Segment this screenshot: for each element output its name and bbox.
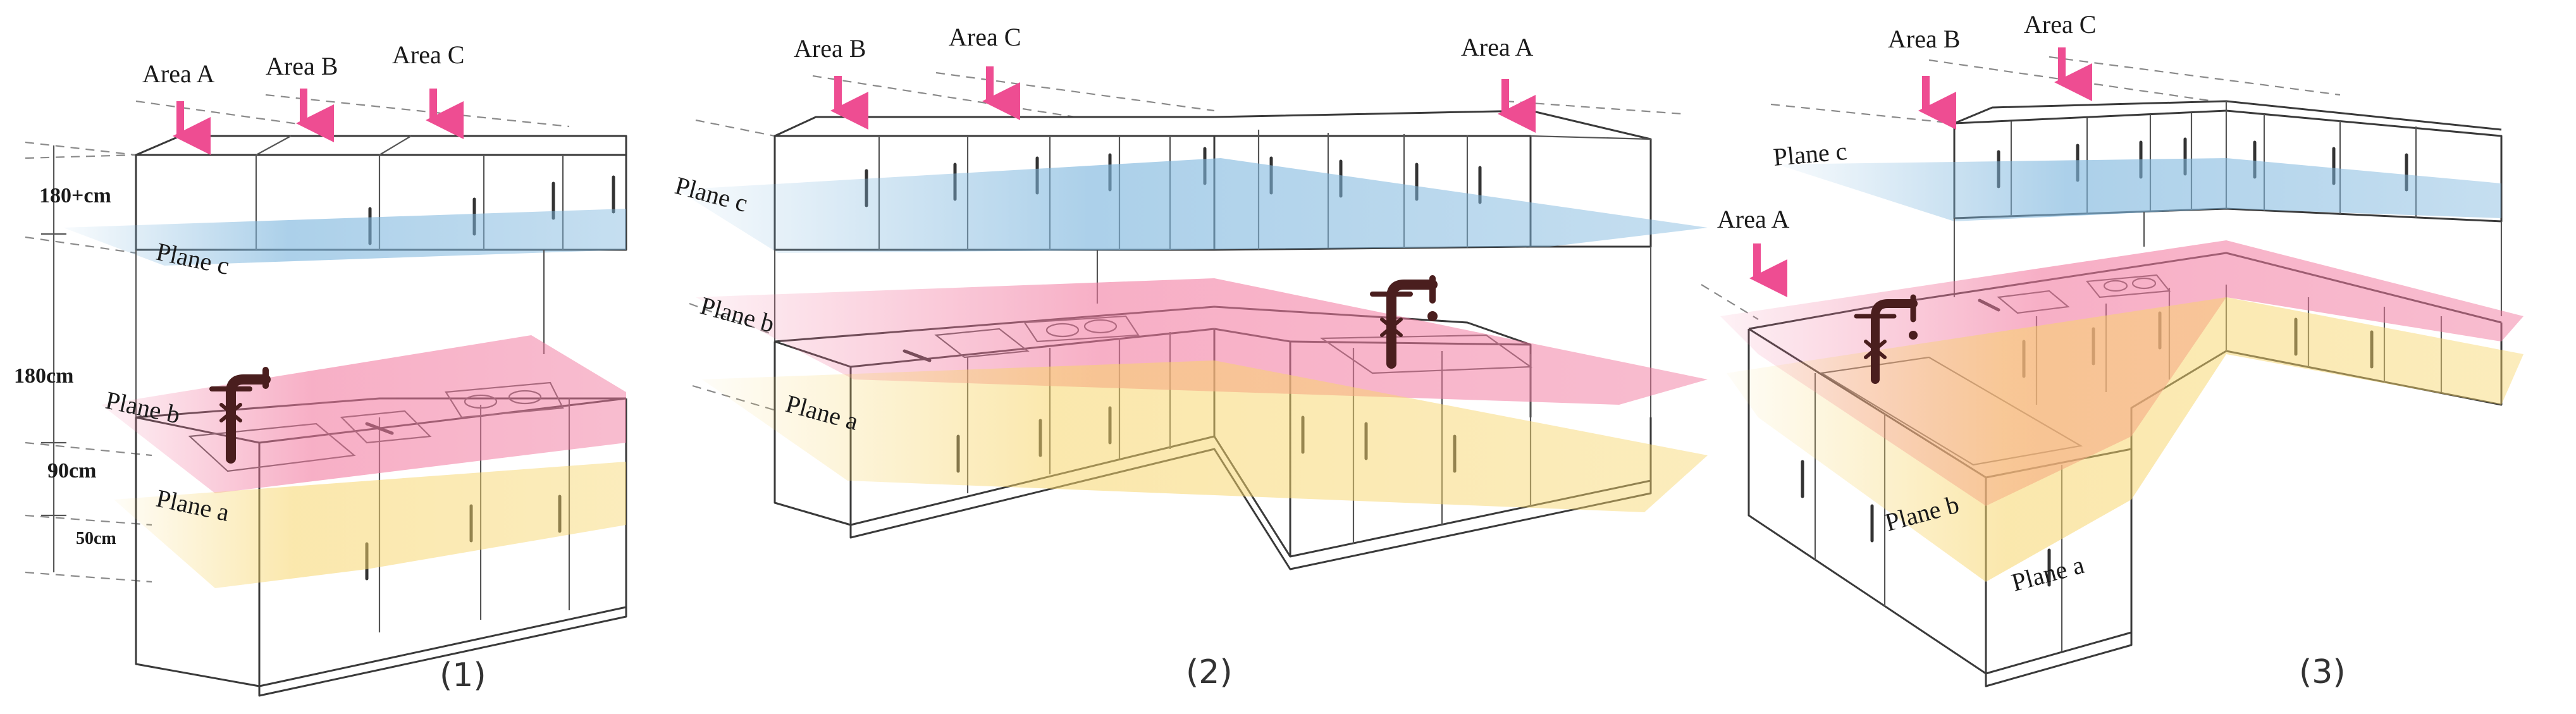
- area-b-label: Area B: [1888, 25, 1960, 53]
- plane-a-panel3: [1727, 297, 2524, 582]
- plane-c-panel3: [1777, 158, 2501, 221]
- panel-2-caption: (2): [1186, 653, 1233, 691]
- area-b-label: Area B: [266, 52, 338, 80]
- faucet-icon: [209, 367, 271, 464]
- panel-1-caption: (1): [440, 656, 486, 694]
- plane-c-panel2: [677, 158, 1708, 253]
- plane-c-label-3: Plane c: [1772, 137, 1848, 171]
- faucet-icon: [1370, 275, 1438, 369]
- plane-a-panel2: [702, 360, 1708, 512]
- faucet-icon: [1854, 294, 1918, 384]
- panel-3-caption: (3): [2299, 653, 2346, 691]
- area-a-label: Area A: [1461, 33, 1534, 61]
- dimension-total: 180cm: [14, 364, 73, 388]
- area-a-label: Area A: [1717, 205, 1790, 233]
- plane-c-panel1: [63, 209, 626, 266]
- plane-a-panel1: [114, 462, 626, 588]
- dimension-low: 50cm: [76, 529, 116, 548]
- panel-1: Area A Area B Area C 180+cm 180cm 90cm 5…: [14, 40, 627, 697]
- area-c-label: Area C: [392, 40, 464, 69]
- panel-3: Area B Area C Area A Plane c Plane b Pla…: [1701, 10, 2524, 691]
- panel-2: Area B Area C Area A Plane c Plane b Pla…: [672, 23, 1708, 691]
- area-c-label: Area C: [2024, 10, 2096, 39]
- dimension-counter: 90cm: [47, 459, 96, 483]
- area-c-label: Area C: [949, 23, 1021, 51]
- dimension-upper: 180+cm: [39, 184, 111, 207]
- area-b-label: Area B: [794, 34, 866, 63]
- area-a-label: Area A: [142, 59, 215, 88]
